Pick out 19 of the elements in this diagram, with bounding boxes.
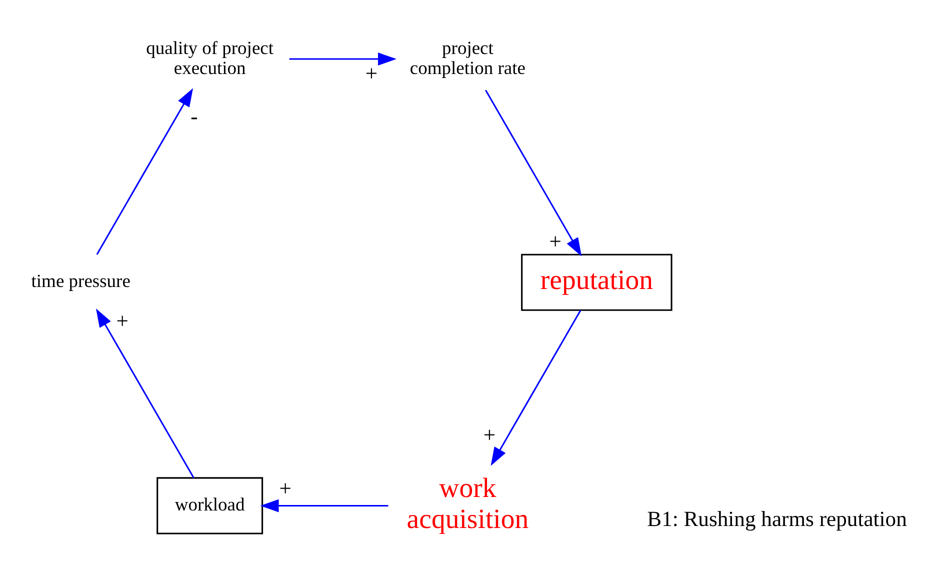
edge-label: +	[116, 309, 128, 334]
arrow	[95, 308, 194, 478]
node-text: quality of project execution	[146, 38, 274, 79]
edge-label: +	[482, 422, 496, 447]
arrow	[96, 88, 193, 255]
edge-label: +	[548, 229, 561, 254]
edge-label: -	[190, 104, 198, 128]
node-box: reputation	[520, 254, 672, 311]
edge-label: +	[278, 476, 291, 501]
node-text: project completion rate	[409, 38, 526, 79]
label: B1: Rushing harms reputation	[646, 506, 906, 531]
arrow	[260, 499, 388, 512]
edge-label: +	[364, 62, 378, 86]
arrow	[288, 52, 396, 66]
arrow	[484, 90, 582, 256]
node-box: workload	[156, 477, 263, 534]
arrow	[490, 310, 581, 466]
node-text: work acquisition	[406, 473, 528, 535]
node-text: time pressure	[30, 272, 130, 292]
